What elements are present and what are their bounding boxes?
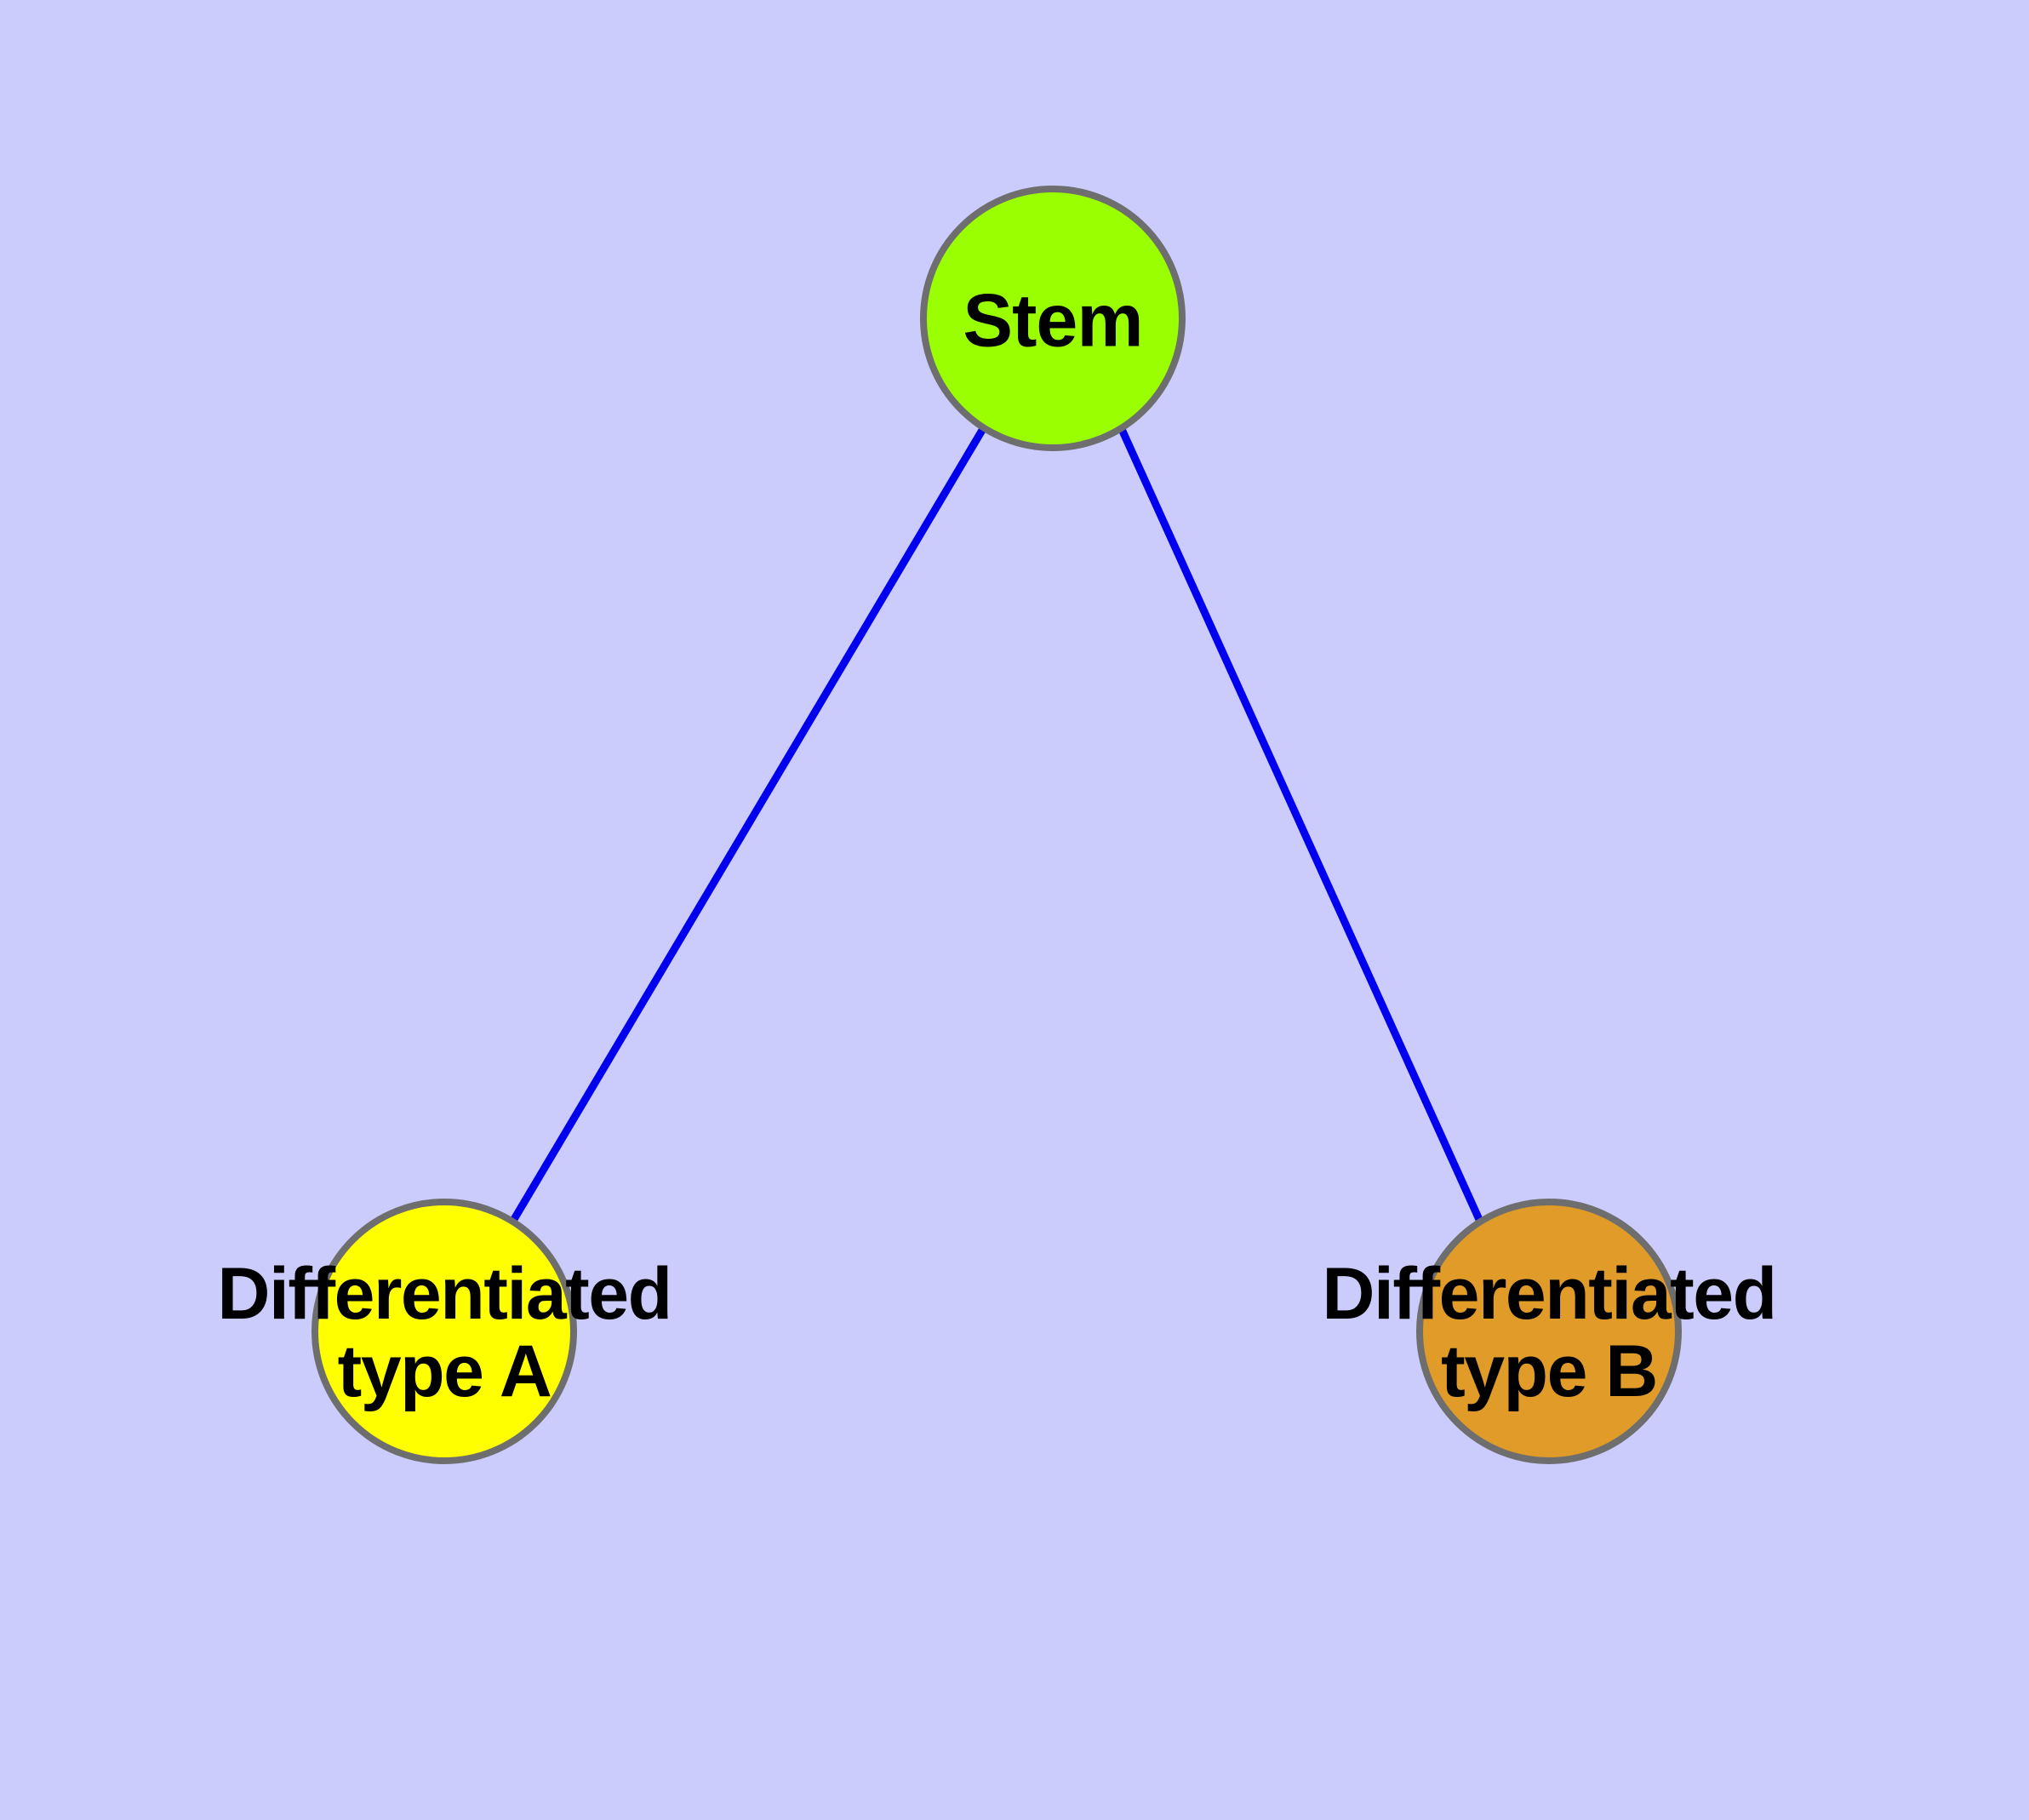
node-layer bbox=[311, 186, 1682, 1464]
node-differentiated-type-a[interactable] bbox=[311, 1199, 577, 1464]
node-differentiated-type-b[interactable] bbox=[1416, 1199, 1682, 1464]
node-stem[interactable] bbox=[920, 186, 1186, 451]
edge-stem-to-differentiated-type-b[interactable] bbox=[1117, 426, 1485, 1225]
edge-stem-to-differentiated-type-a[interactable] bbox=[510, 425, 987, 1223]
edge-layer bbox=[510, 425, 1485, 1225]
